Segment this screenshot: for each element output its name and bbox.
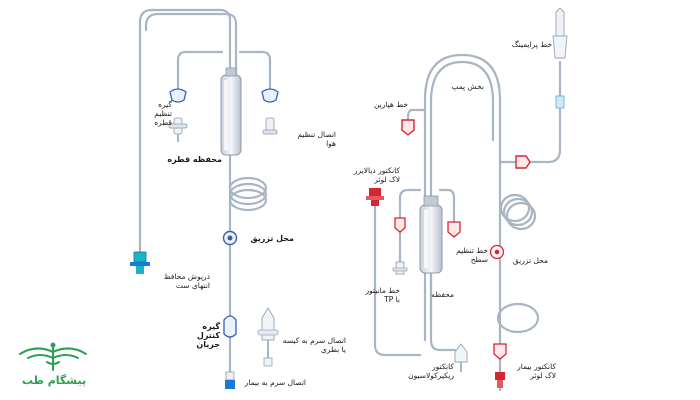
bag-spike-icon <box>257 307 279 367</box>
tube-coil-2 <box>228 182 268 206</box>
label-right-patient-connector: کانکتور بیمار لاک لوئر <box>517 362 556 380</box>
main-tube-left <box>138 8 232 242</box>
right-injection-site-icon <box>489 244 505 260</box>
label-drip-chamber: محفظه قطره <box>167 155 222 164</box>
label-air-connector: اتصال تنظیم هوا <box>297 130 336 148</box>
heparin-line-tube <box>406 108 427 124</box>
label-left-patient-connector: اتصال سرم به بیمار <box>244 378 306 387</box>
left-patient-connector-icon <box>225 371 235 389</box>
dialyzer-tube <box>373 198 422 357</box>
flow-clamp-icon <box>223 315 237 338</box>
label-left-injection-site: محل تزریق <box>250 234 294 243</box>
label-priming-line: خط پرایمینگ <box>511 40 552 49</box>
drip-valve-icon <box>168 117 188 142</box>
label-heparin-line: خط هپارین <box>373 100 408 109</box>
drip-clamp-icon <box>169 88 187 103</box>
label-dialyzer-connector: کانکتور دیالایزر لاک لوئر <box>353 166 400 184</box>
left-iv-set <box>138 8 272 387</box>
priming-line-tube <box>498 60 562 164</box>
chamber-outlet-tube <box>429 270 457 352</box>
coil-right-2 <box>502 197 534 227</box>
label-monitor-line: خط مانیتور با TP <box>365 286 400 304</box>
label-chamber: محفظه <box>431 290 454 299</box>
air-connector-icon <box>262 117 278 135</box>
right-venous-chamber <box>419 195 443 274</box>
monitor-clamp-icon <box>394 217 406 233</box>
priming-spike-icon <box>552 7 568 109</box>
monitor-line-tube <box>398 188 422 264</box>
level-line-tube <box>438 188 456 224</box>
air-clamp-icon <box>261 88 279 103</box>
label-drip-clamp: گیره تنظیم قطره <box>154 100 172 127</box>
inner-tube-left <box>144 12 238 77</box>
patient-clamp-icon <box>493 343 507 360</box>
coil-lower-right <box>496 302 540 334</box>
right-patient-connector-icon <box>495 372 505 388</box>
end-protector-icon <box>130 251 150 274</box>
left-injection-site-icon <box>222 230 238 246</box>
label-level-line: خط تنظیم سطح <box>456 246 488 264</box>
tube-coil-1 <box>228 176 268 200</box>
pump-segment-tube <box>423 53 502 392</box>
dialyzer-connector-icon <box>366 188 384 206</box>
pump-segment-inner <box>429 60 495 322</box>
drip-branch-tube <box>176 50 224 94</box>
level-clamp-icon <box>447 221 461 238</box>
coil-right-1 <box>499 193 531 223</box>
label-bag-connector: اتصال سرم به کیسه یا بطری <box>282 336 346 354</box>
right-hemodialysis-set <box>373 53 562 392</box>
tube-coil-3 <box>228 188 268 212</box>
label-right-injection-site: محل تزریق <box>512 256 548 265</box>
logo-caduceus-icon <box>19 342 87 371</box>
label-flow-clamp: گیره کنترل جریان <box>196 322 220 349</box>
recirculation-connector-icon <box>454 343 468 372</box>
coil-right-3 <box>505 201 537 231</box>
priming-clamp-icon <box>515 155 531 169</box>
label-pump-segment: بخش پمپ <box>451 82 484 91</box>
left-drip-chamber <box>220 67 242 156</box>
heparin-clamp-icon <box>401 119 415 136</box>
monitor-connector-icon <box>392 261 408 275</box>
label-end-protector: درپوش محافظ انتهای ست <box>163 272 210 290</box>
logo-text: پیشگام طب <box>21 374 87 387</box>
air-branch-tube <box>238 50 272 94</box>
label-recirculation-connector: کانکتور ریکیرکولاسیون <box>408 362 454 380</box>
